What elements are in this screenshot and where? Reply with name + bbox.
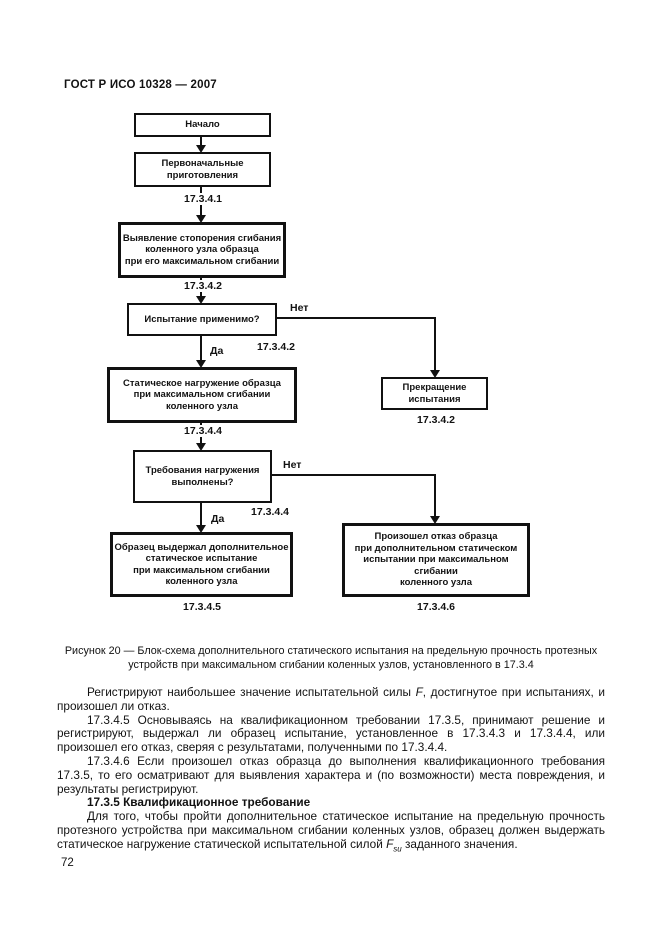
arrow-down-icon <box>196 443 206 451</box>
force-symbol-subscript: su <box>393 844 402 854</box>
connector-line <box>200 503 202 525</box>
force-symbol: Fsu <box>386 836 402 854</box>
flow-node-detect-lock: Выявление стопорения сгибания коленного … <box>118 222 286 278</box>
flow-node-start-label: Начало <box>185 119 220 131</box>
page-number: 72 <box>61 857 74 869</box>
flow-decision-load-requirements: Требования нагружения выполнены? <box>133 450 272 503</box>
connector-line <box>434 474 436 516</box>
paragraph-text: , достигнутое при испытаниях, и произоше… <box>57 685 605 713</box>
flow-node-specimen-failed-label: Произошел отказ образца при дополнительн… <box>354 531 518 589</box>
connector-line <box>434 317 436 370</box>
document-header: ГОСТ Р ИСО 10328 — 2007 <box>64 79 217 91</box>
clause-ref: 17.3.4.4 <box>182 425 224 437</box>
arrow-down-icon <box>430 516 440 524</box>
flow-node-static-loading-label: Статическое нагружение образца при макси… <box>123 377 281 412</box>
force-symbol: F <box>415 685 423 699</box>
figure-caption: Рисунок 20 — Блок-схема дополнительного … <box>64 645 598 671</box>
force-symbol-letter: F <box>386 836 394 851</box>
branch-yes-label: Да <box>208 345 226 357</box>
flow-node-preparations-label: Первоначальные приготовления <box>161 158 244 181</box>
paragraph: Регистрируют наибольшее значение испытат… <box>57 685 605 714</box>
clause-ref: 17.3.4.4 <box>249 506 291 518</box>
branch-no-label: Нет <box>281 459 304 471</box>
body-text: Регистрируют наибольшее значение испытат… <box>57 685 605 856</box>
paragraph: Для того, чтобы пройти дополнительное ст… <box>57 809 605 856</box>
arrow-down-icon <box>196 215 206 223</box>
flow-node-static-loading: Статическое нагружение образца при макси… <box>107 367 297 423</box>
branch-yes-label: Да <box>209 513 227 525</box>
clause-ref: 17.3.4.5 <box>181 601 223 613</box>
flow-decision-test-applicable: Испытание применимо? <box>127 303 277 336</box>
flow-node-detect-lock-label: Выявление стопорения сгибания коленного … <box>122 232 282 267</box>
paragraph: 17.3.4.5 Основываясь на квалификационном… <box>57 712 605 755</box>
clause-ref: 17.3.4.1 <box>182 193 224 205</box>
paragraph-text: Регистрируют наибольшее значение испытат… <box>87 685 416 699</box>
paragraph-text: заданного значения. <box>401 836 518 851</box>
branch-no-label: Нет <box>288 302 311 314</box>
clause-ref: 17.3.4.6 <box>415 601 457 613</box>
paragraph: 17.3.4.6 Если произошел отказ образца до… <box>57 753 605 796</box>
subclause-heading: 17.3.5 Квалификационное требование <box>87 795 311 810</box>
connector-line <box>200 137 202 146</box>
connector-line <box>272 474 436 476</box>
arrow-down-icon <box>430 370 440 378</box>
clause-ref: 17.3.4.2 <box>415 414 457 426</box>
arrow-down-icon <box>196 145 206 153</box>
flow-node-preparations: Первоначальные приготовления <box>134 152 271 187</box>
flow-decision-load-requirements-label: Требования нагружения выполнены? <box>145 465 260 488</box>
flow-node-specimen-failed: Произошел отказ образца при дополнительн… <box>342 523 530 597</box>
paragraph-text: Для того, чтобы пройти дополнительное ст… <box>57 809 605 851</box>
clause-ref: 17.3.4.2 <box>255 341 297 353</box>
clause-ref: 17.3.4.2 <box>182 280 224 292</box>
arrow-down-icon <box>196 296 206 304</box>
flow-node-stop-test: Прекращение испытания <box>381 377 488 410</box>
arrow-down-icon <box>196 360 206 368</box>
arrow-down-icon <box>196 525 206 533</box>
connector-line <box>277 317 436 319</box>
connector-line <box>200 336 202 360</box>
flow-decision-test-applicable-label: Испытание применимо? <box>144 313 260 325</box>
flow-node-start: Начало <box>134 113 271 137</box>
flow-node-stop-test-label: Прекращение испытания <box>402 382 467 405</box>
flow-node-specimen-passed-label: Образец выдержал дополнительное статичес… <box>114 541 289 588</box>
flow-node-specimen-passed: Образец выдержал дополнительное статичес… <box>110 532 293 597</box>
